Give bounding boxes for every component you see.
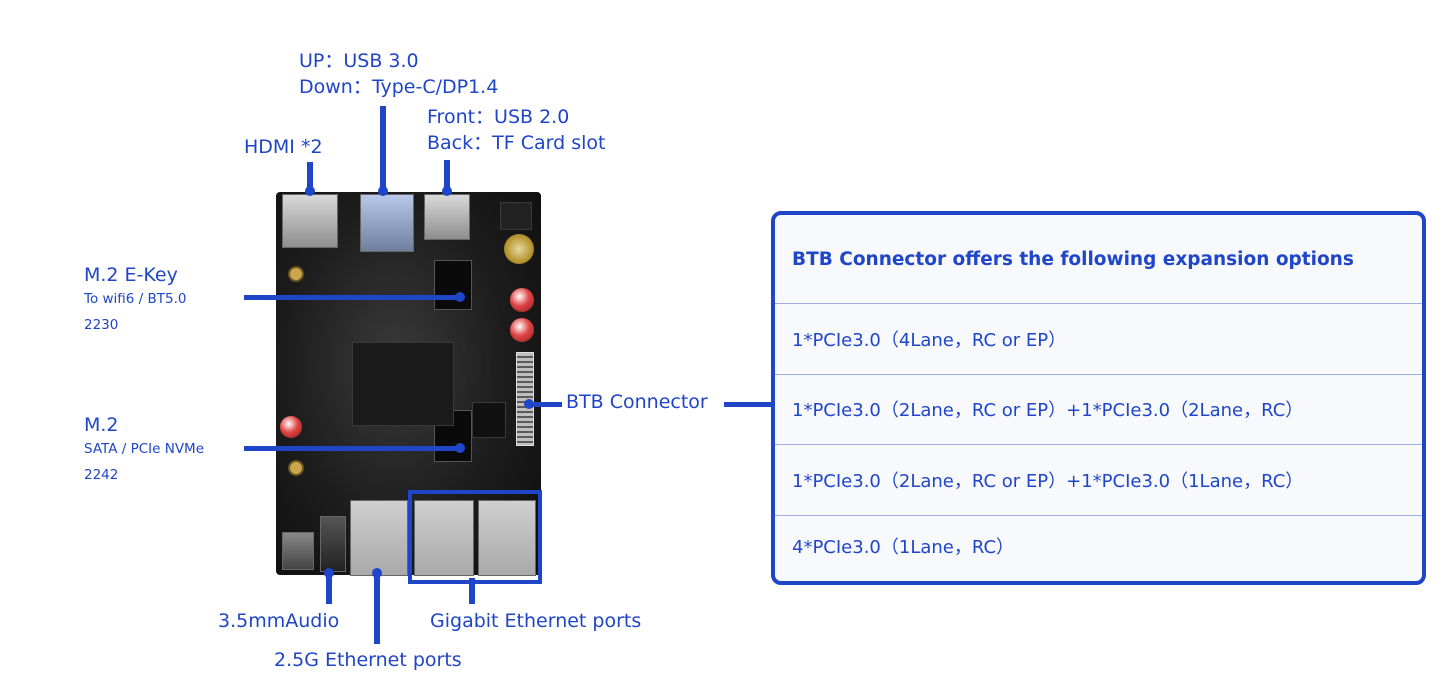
button (500, 202, 532, 230)
usb-down-label: Down：Type-C/DP1.4 (299, 76, 498, 100)
capacitor (510, 288, 534, 312)
mount-hole (288, 266, 304, 282)
m2e-line2: 2230 (84, 314, 118, 337)
usb-leader-line (380, 106, 386, 190)
gige-highlight-box (408, 490, 542, 584)
btb-label: BTB Connector (566, 391, 708, 415)
m2-line1: SATA / PCIe NVMe (84, 438, 204, 461)
usb-up-label: UP：USB 3.0 (299, 50, 419, 74)
eth25-port (350, 500, 408, 576)
btb-options-table: BTB Connector offers the following expan… (771, 211, 1426, 585)
soc-chip (352, 342, 454, 426)
eth25-leader-dot (372, 568, 382, 578)
btb-leader-line-right (724, 402, 773, 407)
mount-hole (288, 460, 304, 476)
m2e-line1: To wifi6 / BT5.0 (84, 288, 187, 311)
eth25-label: 2.5G Ethernet ports (274, 649, 462, 673)
m2e-leader-line (244, 295, 459, 300)
usb2-port (424, 194, 470, 240)
capacitor (510, 318, 534, 342)
capacitor (280, 416, 302, 438)
gige-leader-line (469, 578, 475, 604)
back-label: Back：TF Card slot (427, 132, 605, 156)
m2-e-key-slot (434, 260, 472, 310)
usb3-typec-port (360, 194, 414, 252)
btb-leader-dot (524, 399, 534, 409)
btb-leader-line-left (530, 402, 562, 407)
m2-title: M.2 (84, 414, 119, 438)
hdmi-leader-dot (305, 186, 315, 196)
m2e-title: M.2 E-Key (84, 264, 178, 288)
m2-leader-line (244, 446, 459, 451)
table-row: 1*PCIe3.0（2Lane，RC or EP）+1*PCIe3.0（2Lan… (775, 374, 1422, 444)
eth25-leader-line (374, 574, 380, 644)
m2-line2: 2242 (84, 464, 118, 487)
table-row: 1*PCIe3.0（4Lane，RC or EP） (775, 303, 1422, 374)
audio-leader-dot (324, 568, 334, 578)
table-row: 1*PCIe3.0（2Lane，RC or EP）+1*PCIe3.0（1Lan… (775, 444, 1422, 515)
audio-jack (320, 516, 346, 572)
dc-jack (282, 532, 314, 570)
audio-label: 3.5mmAudio (218, 610, 339, 634)
hdmi-label: HDMI *2 (244, 136, 323, 160)
capacitor (504, 234, 534, 264)
table-header: BTB Connector offers the following expan… (775, 215, 1422, 303)
gige-label: Gigabit Ethernet ports (430, 610, 641, 634)
front-leader-dot (442, 186, 452, 196)
chip (472, 402, 506, 438)
hdmi-port (282, 194, 338, 248)
usb-leader-dot (378, 186, 388, 196)
audio-leader-line (326, 574, 332, 604)
m2e-leader-dot (455, 292, 465, 302)
m2-leader-dot (455, 443, 465, 453)
front-label: Front：USB 2.0 (427, 106, 569, 130)
table-row: 4*PCIe3.0（1Lane，RC） (775, 515, 1422, 577)
